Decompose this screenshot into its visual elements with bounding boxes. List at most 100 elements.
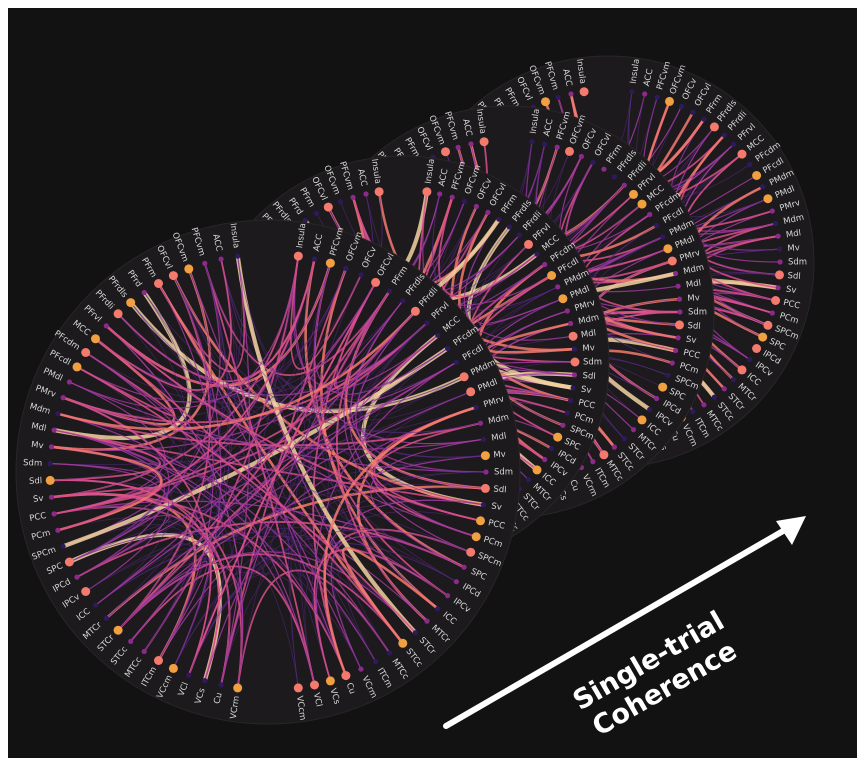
region-node xyxy=(374,187,384,197)
coherence-link xyxy=(294,256,484,445)
region-node xyxy=(311,256,318,262)
coherence-link xyxy=(50,274,362,481)
coherence-link xyxy=(130,310,416,642)
region-node xyxy=(760,184,766,190)
region-node xyxy=(673,347,679,354)
region-label: Sdm xyxy=(23,458,42,469)
region-node xyxy=(777,259,783,265)
region-node xyxy=(654,395,660,402)
region-node xyxy=(218,256,224,262)
region-node xyxy=(343,265,349,271)
region-label: ACC xyxy=(355,168,369,187)
region-node xyxy=(398,638,408,648)
coherence-link xyxy=(463,218,574,341)
region-node xyxy=(202,678,208,684)
region-label: Insula xyxy=(369,158,382,184)
region-node xyxy=(660,234,666,240)
region-node xyxy=(55,527,61,533)
region-node xyxy=(141,289,147,296)
region-node xyxy=(410,306,420,316)
region-node xyxy=(571,372,578,378)
coherence-link xyxy=(105,391,471,619)
region-node xyxy=(55,411,61,417)
region-node xyxy=(483,469,489,475)
coherence-link xyxy=(105,325,244,688)
coherence-link xyxy=(220,259,465,407)
region-node xyxy=(675,320,684,330)
region-label: Mv xyxy=(787,243,800,254)
region-node xyxy=(235,253,241,259)
region-node xyxy=(453,359,459,365)
region-label: VCl xyxy=(311,692,324,708)
region-node xyxy=(400,298,406,304)
region-node xyxy=(66,379,72,385)
region-label: PCC xyxy=(782,298,801,312)
region-node xyxy=(541,97,550,107)
region-node xyxy=(542,141,548,147)
region-node xyxy=(669,360,675,366)
region-node xyxy=(480,436,487,442)
region-node xyxy=(479,137,489,147)
region-node xyxy=(92,602,99,608)
region-node xyxy=(579,87,589,97)
region-node xyxy=(113,309,123,319)
region-node xyxy=(293,683,303,693)
region-node xyxy=(701,116,707,122)
coherence-link xyxy=(50,479,404,644)
region-node xyxy=(412,630,418,636)
region-node xyxy=(435,332,441,338)
region-node xyxy=(325,258,335,268)
region-node xyxy=(673,270,679,277)
region-node xyxy=(599,450,609,460)
coherence-link xyxy=(370,438,484,568)
region-node xyxy=(737,149,747,159)
region-node xyxy=(775,285,781,291)
region-node xyxy=(218,682,224,688)
region-node xyxy=(387,650,393,656)
region-node xyxy=(371,277,381,287)
region-label: ACC xyxy=(210,233,224,252)
region-node xyxy=(590,459,596,465)
coherence-link xyxy=(105,325,481,522)
region-node xyxy=(325,676,335,686)
region-node xyxy=(184,264,194,274)
region-node xyxy=(758,332,768,342)
region-node xyxy=(445,345,451,351)
coherence-link xyxy=(69,381,487,473)
region-node xyxy=(570,385,576,391)
coherence-link xyxy=(220,258,315,366)
region-node xyxy=(45,475,55,485)
region-node xyxy=(358,666,364,672)
coherence-link xyxy=(106,554,376,662)
region-node xyxy=(480,502,487,508)
region-label: Sdm xyxy=(788,258,807,268)
region-label: Insula xyxy=(629,58,642,84)
region-node xyxy=(568,331,578,341)
region-label: ACC xyxy=(542,118,556,137)
region-label: Sdm xyxy=(688,308,707,318)
region-node xyxy=(103,615,109,621)
region-node xyxy=(711,394,718,400)
region-node xyxy=(60,543,66,550)
region-node xyxy=(350,194,356,200)
coherence-link xyxy=(94,258,233,391)
region-node xyxy=(477,420,484,426)
coherence-link xyxy=(85,351,316,686)
region-node xyxy=(471,532,481,542)
region-label: Mdl xyxy=(580,328,596,340)
region-node xyxy=(534,251,540,257)
region-node xyxy=(113,625,123,635)
coherence-link xyxy=(293,256,439,389)
region-node xyxy=(81,348,91,357)
region-node xyxy=(747,356,753,363)
coherence-link xyxy=(130,565,316,686)
coherence-link xyxy=(50,429,161,482)
region-label: Cu xyxy=(344,681,357,695)
region-node xyxy=(516,232,522,238)
region-node xyxy=(721,132,727,138)
region-node xyxy=(293,251,303,261)
trial-arrow xyxy=(443,516,806,729)
arrow-shaft xyxy=(443,524,793,729)
coherence-link xyxy=(54,429,173,606)
